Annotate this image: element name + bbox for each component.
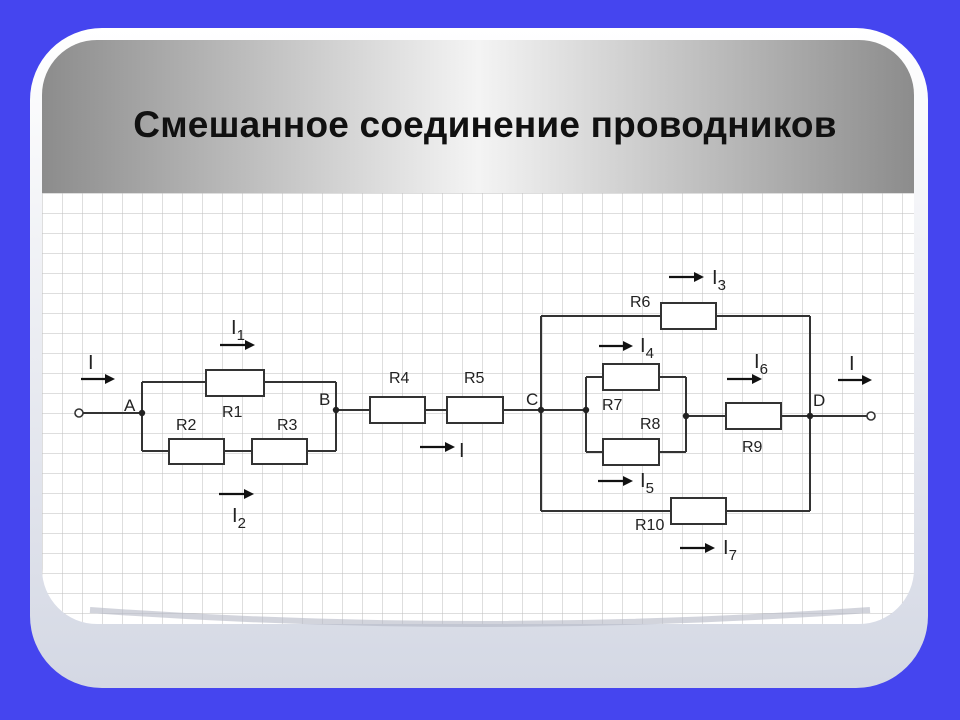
current-label-i6: I6: [754, 351, 768, 378]
current-label-i2: I2: [232, 505, 246, 532]
circuit-wires: [82, 315, 868, 512]
current-label-out: I: [849, 353, 855, 375]
resistor-r7: [602, 363, 660, 391]
current-label-i5: I5: [640, 470, 654, 497]
label-r4: R4: [389, 370, 410, 387]
terminal-in: [74, 408, 84, 418]
resistor-r2: [168, 438, 225, 465]
arrow-i2: [219, 489, 254, 499]
junction-r7r8-left: [582, 406, 590, 414]
label-r2: R2: [176, 417, 197, 434]
current-labels: I I1 I2 I I3 I4 I5 I6 I7 I: [88, 267, 855, 564]
node-label-d: D: [813, 391, 825, 410]
arrow-i5: [598, 476, 633, 486]
label-r7: R7: [602, 397, 623, 414]
node-label-c: C: [526, 390, 538, 409]
junction-r7r8-right: [682, 412, 690, 420]
resistor-r1: [205, 369, 265, 397]
junctions: [138, 406, 814, 420]
junction-d: [806, 412, 814, 420]
current-label-mid: I: [459, 440, 465, 462]
junction-a: [138, 409, 146, 417]
node-labels: A B C D: [124, 390, 825, 415]
resistor-r4: [369, 396, 426, 424]
label-r8: R8: [640, 416, 661, 433]
resistor-r10: [670, 497, 727, 525]
title-band: [42, 40, 914, 195]
slide-title: Смешанное соединение проводников: [133, 104, 837, 145]
resistor-r8: [602, 438, 660, 466]
junction-c: [537, 406, 545, 414]
resistor-r5: [446, 396, 504, 424]
resistor-r9: [725, 402, 782, 430]
panel-shadow: [89, 607, 871, 627]
label-r10: R10: [635, 517, 664, 534]
junction-b: [332, 406, 340, 414]
terminal-out: [866, 411, 876, 421]
current-arrows: [81, 272, 872, 553]
label-r6: R6: [630, 294, 651, 311]
arrow-i6: [727, 374, 762, 384]
current-label-i4: I4: [640, 335, 654, 362]
current-label-i1: I1: [231, 317, 245, 344]
current-label-in: I: [88, 352, 94, 374]
arrow-out: [838, 375, 872, 385]
resistors: [168, 302, 782, 525]
resistor-labels: R1 R2 R3 R4 R5 R6 R7 R8 R9 R10: [176, 294, 763, 534]
current-label-i3: I3: [712, 267, 726, 294]
label-r9: R9: [742, 439, 763, 456]
label-r1: R1: [222, 404, 243, 421]
label-r3: R3: [277, 417, 298, 434]
arrow-i3: [669, 272, 704, 282]
arrow-i7: [680, 543, 715, 553]
arrow-in: [81, 374, 115, 384]
resistor-r6: [660, 302, 717, 330]
node-label-a: A: [124, 396, 136, 415]
current-label-i7: I7: [723, 537, 737, 564]
arrow-i1: [220, 340, 255, 350]
arrow-mid: [420, 442, 455, 452]
label-r5: R5: [464, 370, 485, 387]
resistor-r3: [251, 438, 308, 465]
node-label-b: B: [319, 390, 330, 409]
arrow-i4: [599, 341, 633, 351]
